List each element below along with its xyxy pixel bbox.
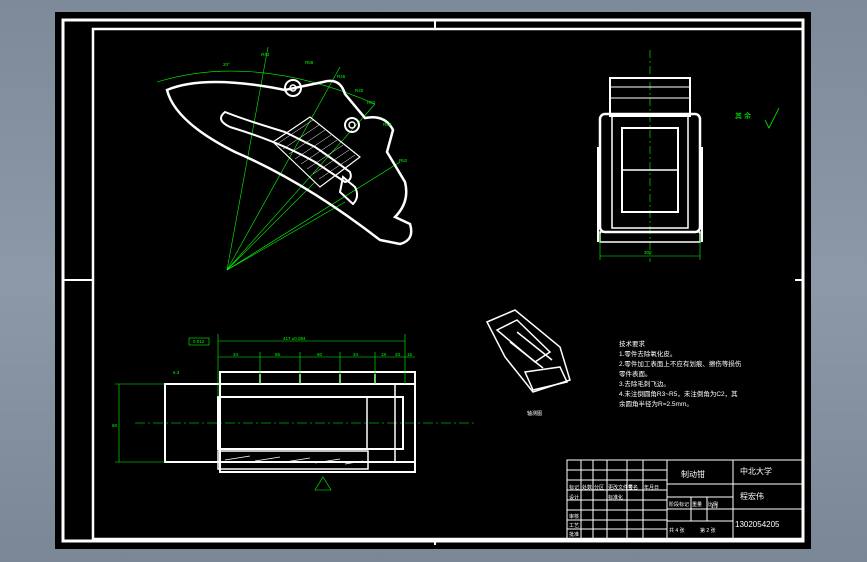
front-dim-0: 417 ±0.084 (283, 336, 306, 341)
title-block: 制动钳 中北大学 程宏伟 1302054205 1:1 标记 处数 分区 更改文… (566, 459, 804, 540)
roughness-symbol-icon (764, 107, 780, 129)
tb-small-7: 标准化 (608, 494, 623, 501)
front-dim-6: 33 (395, 352, 401, 357)
tech-line-5: 4.未注倒圆角R3~R5，未注倒角为C2，其 (619, 389, 738, 398)
front-dim-5: 18 (381, 352, 387, 357)
front-dim-1: 34 (233, 352, 239, 357)
designer-name: 程宏伟 (740, 491, 764, 501)
tech-title: 技术要求 (619, 339, 646, 348)
part-name: 制动钳 (681, 469, 705, 479)
tb-small-13: 比例 (708, 501, 718, 508)
plan-dim-4: R62 (367, 100, 376, 105)
plan-dim-7: R40 (355, 88, 364, 93)
plan-dim-3: R45 (337, 74, 346, 79)
front-dim-7: 16 (407, 352, 413, 357)
tb-small-15: 第 2 张 (700, 527, 716, 534)
front-dim-3: 60 (317, 352, 323, 357)
plan-view: R43 R58 R45 R62 R58 R62 R40 20° (156, 46, 413, 271)
tb-small-11: 阶段标记 (669, 501, 689, 508)
tb-small-10: 批准 (569, 531, 579, 538)
cad-drawing: R43 R58 R45 R62 R58 R62 R40 20° 300 其 余 (61, 18, 805, 545)
tech-line-1: 1.零件去除氧化皮。 (619, 349, 676, 358)
tb-small-12: 重量 (692, 501, 702, 508)
tech-line-6: 余圆角半径为R=2.5mm。 (619, 399, 693, 408)
tb-small-5: 年月日 (644, 484, 659, 491)
datum-icon (314, 476, 332, 491)
tech-requirements: 技术要求 1.零件去除氧化皮。 2.零件加工表面上不应有划痕、擦伤等损伤 零件表… (619, 339, 742, 408)
iso-label: 轴测图 (527, 410, 542, 417)
tb-small-1: 处数 (582, 484, 592, 491)
drawing-sheet: R43 R58 R45 R62 R58 R62 R40 20° 300 其 余 (55, 12, 811, 549)
roughness-left: 6.3 (173, 370, 180, 375)
plan-dim-2: R58 (305, 60, 314, 65)
tb-small-9: 工艺 (569, 523, 579, 529)
front-dim-4: 34 (353, 352, 359, 357)
front-dim-2: 56 (275, 352, 281, 357)
tb-small-0: 标记 (569, 484, 579, 491)
tb-small-3: 更改文件号 (608, 484, 633, 491)
tech-line-3: 零件表面。 (619, 369, 652, 378)
front-dim-left: 60 (112, 423, 118, 428)
plan-dim-5: R58 (383, 122, 392, 127)
inner-frame (91, 27, 805, 541)
scale-label: 1:1 (711, 504, 718, 510)
isometric-view: 轴测图 (485, 309, 571, 417)
side-view: 300 其 余 (597, 50, 780, 262)
plan-dim-1: R43 (261, 52, 270, 57)
plan-dim-6: R62 (399, 158, 408, 163)
side-dim-width: 300 (644, 250, 652, 255)
front-view: 0.012 6.3 60 417 ±0.084 34 56 60 34 18 3… (112, 334, 475, 491)
tb-small-14: 共 4 张 (669, 527, 685, 534)
plan-dim-8: 20° (223, 62, 230, 67)
tb-small-6: 设计 (569, 494, 579, 501)
tech-line-2: 2.零件加工表面上不应有划痕、擦伤等损伤 (619, 359, 742, 368)
tb-small-2: 分区 (594, 484, 604, 491)
tech-line-4: 3.去除毛刺飞边。 (619, 379, 670, 388)
tb-small-8: 审核 (569, 513, 579, 520)
flatness-frame (188, 337, 210, 346)
roughness-note: 其 余 (735, 111, 751, 120)
school-name: 中北大学 (740, 466, 772, 476)
flatness-value: 0.012 (193, 339, 205, 344)
tb-small-4: 签名 (628, 484, 638, 491)
drawing-number: 1302054205 (735, 520, 780, 529)
